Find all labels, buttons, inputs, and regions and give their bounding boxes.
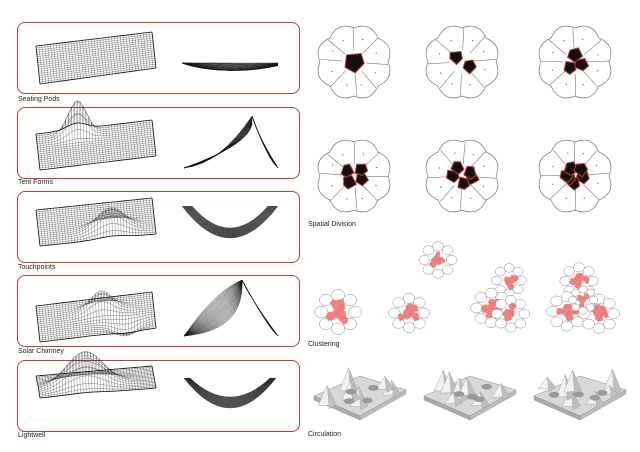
circulation-surface-3 — [533, 368, 627, 421]
clustering-label: Clustering — [308, 341, 340, 348]
solar-chimney-elevation-mesh — [183, 279, 279, 337]
form-label-touchpoints: Touchpoints — [18, 264, 56, 271]
lightwell-elevation-mesh — [183, 377, 277, 409]
seating-pods-elevation-mesh — [181, 62, 279, 71]
clustering-diagram-4 — [470, 263, 531, 333]
form-label-solar-chimney: Solar Chimney — [18, 348, 64, 355]
spatial-division-plan-5 — [425, 139, 499, 213]
form-label-lightwell: Lightwell — [18, 432, 46, 439]
spatial-division-plan-3 — [538, 25, 612, 99]
tent-forms-perspective-mesh — [35, 100, 157, 171]
spatial-division-label: Spatial Division — [308, 221, 356, 228]
clustering-diagram-3 — [418, 241, 458, 279]
form-label-tent-forms: Tent Forms — [18, 179, 54, 186]
circulation-surface-1 — [313, 367, 407, 421]
touchpoints-perspective-mesh — [35, 197, 157, 247]
form-label-seating-pods: Seating Pods — [18, 96, 60, 103]
clustering-diagram-5 — [546, 262, 620, 334]
lightwell-perspective-mesh — [35, 351, 157, 399]
circulation-label: Circulation — [308, 431, 342, 438]
touchpoints-elevation-mesh — [181, 205, 279, 239]
clustering-diagram-1 — [314, 289, 362, 335]
spatial-division-plan-2 — [425, 25, 499, 99]
clustering-diagram-2 — [388, 293, 430, 333]
seating-pods-perspective-mesh — [35, 31, 157, 85]
circulation-surface-2 — [423, 369, 517, 421]
spatial-division-plan-1 — [317, 25, 391, 99]
form-panel-seating-pods — [17, 22, 300, 94]
spatial-division-plan-6 — [538, 139, 612, 213]
solar-chimney-perspective-mesh — [35, 290, 157, 343]
tent-forms-elevation-mesh — [183, 115, 279, 169]
spatial-division-plan-4 — [317, 139, 391, 213]
